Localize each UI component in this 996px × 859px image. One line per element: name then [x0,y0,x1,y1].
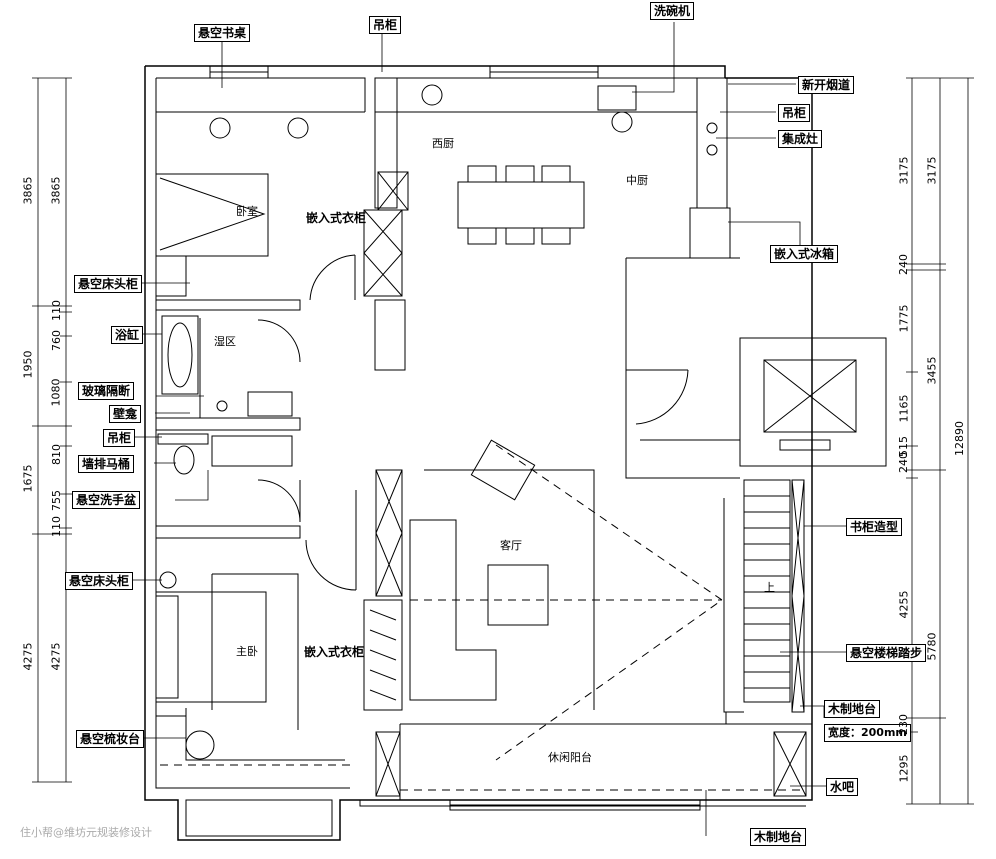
dim-right-mid: 5780 [925,632,939,661]
dim-right-mid: 3175 [925,156,939,185]
watermark: 住小帮@维坊元规装修设计 [20,826,152,839]
dim-right-inner: 230 [897,714,910,735]
dim-right-inner: 3175 [897,156,911,185]
dining-table [457,181,585,229]
room-living: 客厅 [500,539,522,552]
dim-right-inner: 240 [897,254,910,275]
dim-left-inner: 755 [50,490,63,511]
toilet [173,445,195,475]
bay-window [185,799,333,837]
label-dishwasher: 洗碗机 [650,2,695,20]
label-wood-platform-1: 木制地台 [824,700,881,718]
label-suspended-vanity: 悬空梳妆台 [76,730,145,748]
wardrobe-2 [363,599,403,711]
label-glass-partition: 玻璃隔断 [78,382,135,400]
label-new-flue: 新开烟道 [798,76,855,94]
dim-right-inner: 515 [897,436,910,457]
dim-left-inner: 810 [50,444,63,465]
dim-right-outer: 12890 [953,421,966,456]
dim-right-inner: 1165 [897,394,911,423]
dim-left-inner: 110 [50,516,63,537]
sink-square [597,85,637,111]
label-embedded-fridge: 嵌入式冰箱 [770,245,839,263]
dim-right-inner: 4255 [897,590,911,619]
room-leisure-balcony: 休闲阳台 [548,751,592,764]
label-wood-platform-2: 木制地台 [750,828,807,846]
chair-1 [209,117,231,139]
label-bathtub: 浴缸 [111,326,144,344]
label-wall-cabinet-top: 吊柜 [369,16,402,34]
bookcase [791,479,805,713]
room-stairs-up: 上 [764,581,775,594]
stove-column [696,77,728,209]
bedside-left [155,255,187,297]
room-master-bedroom: 主卧 [236,645,258,658]
label-suspended-bedside-1: 悬空床头柜 [74,275,143,293]
dim-left-inner: 3865 [49,176,63,205]
label-wall-toilet: 墙排马桶 [78,455,135,473]
dim-right-mid: 3455 [925,356,939,385]
fridge [689,207,731,259]
dim-left-inner: 760 [50,330,63,351]
bed-bedroom [155,173,269,257]
elevator-shaft [739,337,887,467]
room-bedroom: 卧室 [236,205,258,218]
label-water-bar: 水吧 [826,778,859,796]
label-wall-niche: 壁龛 [109,405,142,423]
label-suspended-basin: 悬空洗手盆 [72,491,141,509]
room-wet-area: 湿区 [214,335,236,348]
sofa [409,519,497,701]
label-bookcase: 书柜造型 [846,518,903,536]
room-chinese-kitchen: 中厨 [626,174,648,187]
stairs [743,479,791,703]
dim-left-inner: 1080 [49,378,63,407]
label-floating-stairs: 悬空楼梯踏步 [846,644,927,662]
bathtub [161,315,199,395]
dim-right-inner: 1775 [897,304,911,333]
dim-left-outer: 4275 [21,642,35,671]
label-width-note: 宽度：200mm [824,724,911,742]
label-embedded-wardrobe-1: 嵌入式衣柜 [306,211,367,225]
water-bar [773,731,807,797]
label-suspended-desk: 悬空书桌 [194,24,251,42]
outer-wall [144,65,813,841]
label-suspended-bedside-2: 悬空床头柜 [65,572,134,590]
dim-left-inner: 4275 [49,642,63,671]
wardrobe-1 [363,209,403,297]
label-wall-cabinet-right: 吊柜 [778,104,811,122]
label-embedded-wardrobe-2: 嵌入式衣柜 [304,645,365,659]
dim-left-inner: 110 [50,300,63,321]
chair-2 [287,117,309,139]
sink-round [421,84,443,106]
coffee-table [487,564,549,626]
dim-left-outer: 1950 [21,350,35,379]
label-wall-cabinet-left: 吊柜 [103,429,136,447]
kitchen-counter [374,77,698,113]
label-integrated-stove: 集成灶 [778,130,823,148]
inner-wall-line [155,77,812,807]
dim-right-inner: 1295 [897,754,911,783]
dim-left-outer: 1675 [21,464,35,493]
dim-left-outer: 3865 [21,176,35,205]
room-western-kitchen: 西厨 [432,137,454,150]
